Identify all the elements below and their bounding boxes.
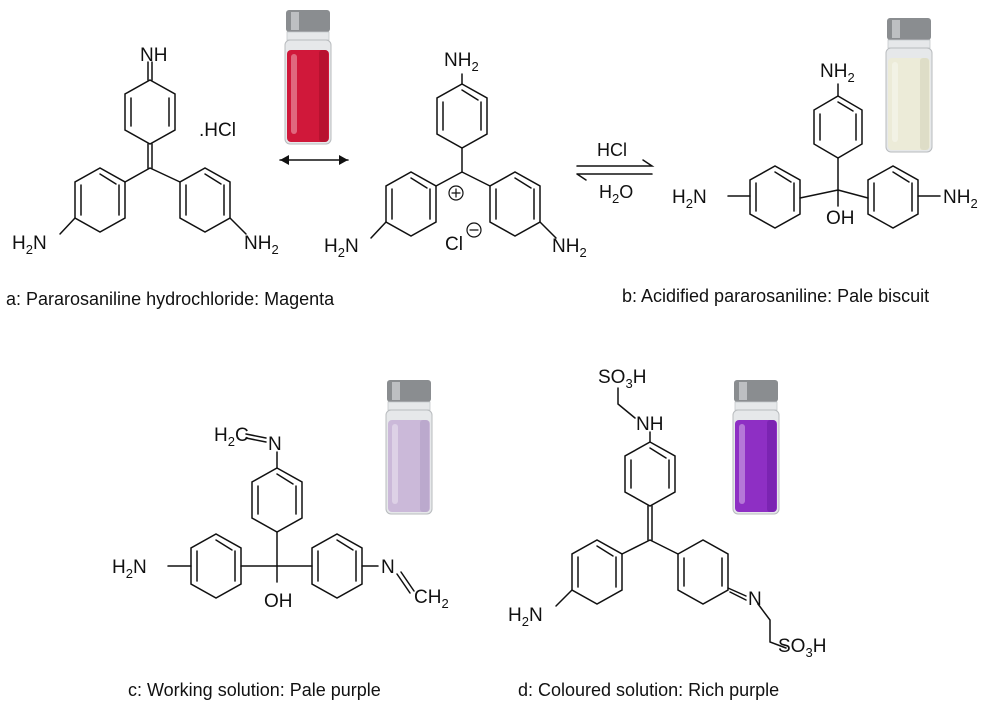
atom-label-nh2-top: NH2 [444,50,479,74]
vial-b [885,18,933,153]
atom-label-so3h-top: SO3H [598,367,646,391]
atom-label-h2n: H2N [112,557,147,581]
vial-liquid [388,420,430,512]
structure-c-working-solution: H2C N H2N OH N CH2 [112,425,449,612]
equilibrium-arrows: HCl H2O [576,140,655,206]
resonance-arrow [279,155,349,165]
vial-photos [284,10,933,515]
atom-label-nh2-top: NH2 [820,61,855,85]
atom-label-h2n: H2N [672,187,707,211]
atom-label-nh2: NH2 [244,233,279,257]
vial-liquid [888,58,930,150]
structure-d-coloured-solution: SO3H NH H2N N SO3H [508,367,826,660]
vial-c [385,380,433,515]
reagent-hcl: HCl [597,140,627,160]
atom-label-h2n: H2N [324,236,359,260]
vial-liquid [735,420,777,512]
vial-a [284,10,332,145]
structure-a-pararosaniline-quinoid: NH H2N NH2 .HCl [12,45,279,257]
atom-label-nh: NH [636,414,663,435]
atom-label-h2n: H2N [508,605,543,629]
atom-label-n-top: N [268,434,282,455]
atom-label-nh2-right: NH2 [552,236,587,260]
atom-label-h2c: H2C [214,425,249,449]
atom-label-nh: NH [140,45,167,66]
salt-label: .HCl [199,120,236,141]
vial-d [732,380,780,515]
atom-label-oh: OH [264,591,293,612]
structure-b-carbinol: NH2 H2N NH2 OH [672,61,978,229]
vial-liquid [287,50,329,142]
reagent-water: H2O [599,182,633,206]
atom-label-cl: Cl [445,234,463,255]
caption-a: a: Pararosaniline hydrochloride: Magenta [6,289,335,309]
atom-label-nh2-right: NH2 [943,187,978,211]
caption-c: c: Working solution: Pale purple [128,680,381,700]
atom-label-so3h-bottom: SO3H [778,636,826,660]
atom-label-n: N [748,589,762,610]
caption-b: b: Acidified pararosaniline: Pale biscui… [622,286,929,306]
caption-d: d: Coloured solution: Rich purple [518,680,779,700]
atom-label-ch2: CH2 [414,587,449,611]
atom-label-n-right: N [381,557,395,578]
atom-label-h2n: H2N [12,233,47,257]
structure-a-carbocation: NH2 H2N NH2 Cl [324,50,587,260]
atom-label-oh: OH [826,208,855,229]
